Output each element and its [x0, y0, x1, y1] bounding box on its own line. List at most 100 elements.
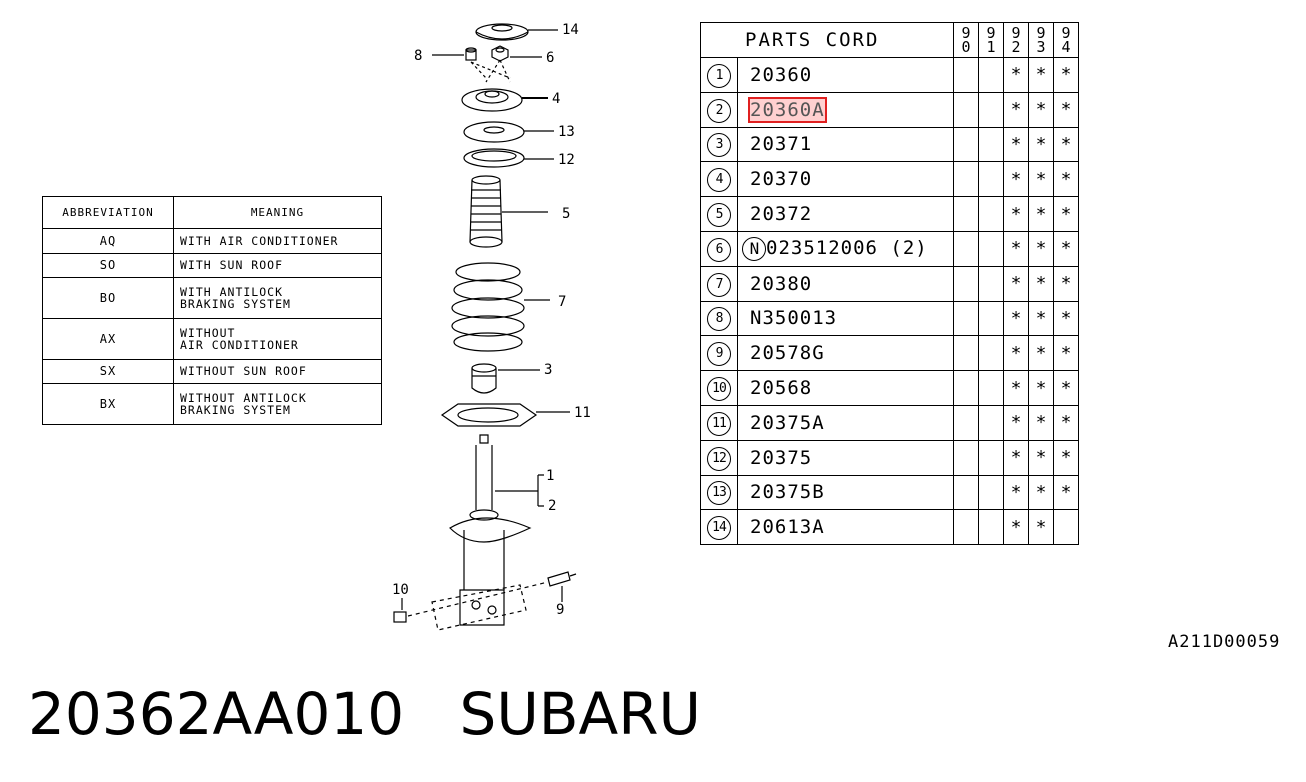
part-code: 20372: [750, 203, 813, 226]
year-mark: [978, 57, 1004, 93]
part-5-boot: [469, 175, 503, 248]
reference-code: A211D00059: [1168, 632, 1281, 652]
callout-1: 1: [546, 468, 554, 484]
ref-number: 7: [707, 272, 731, 297]
year-mark: [978, 161, 1004, 198]
year-mark: [953, 230, 979, 267]
year-mark: *: [1003, 91, 1029, 128]
ref-number-cell: 8: [700, 300, 738, 337]
year-mark: [978, 439, 1004, 476]
abbreviation-meaning: WITH ANTILOCK BRAKING SYSTEM: [173, 277, 382, 319]
year-mark: *: [1003, 335, 1029, 372]
year-mark: *: [1003, 196, 1029, 232]
ref-number-cell: 11: [700, 404, 738, 441]
callout-2: 2: [548, 498, 556, 514]
ref-number: 6: [707, 237, 731, 262]
ref-number: 14: [707, 516, 731, 541]
abbreviation-code: BO: [42, 277, 174, 319]
ref-number: 2: [707, 98, 731, 123]
part-code: 20578G: [750, 342, 825, 365]
part-code: 20370: [750, 168, 813, 191]
year-mark: [953, 126, 979, 163]
part-code-cell: 20375: [737, 439, 954, 476]
part-code: 20568: [750, 377, 813, 400]
year-mark: *: [1003, 265, 1029, 302]
abbreviation-meaning: WITH AIR CONDITIONER: [173, 228, 382, 254]
part-code: 20380: [750, 272, 813, 295]
part-code: 20360: [750, 63, 813, 86]
callout-12: 12: [558, 152, 575, 168]
year-mark: *: [1053, 335, 1079, 372]
ref-number-cell: 1: [700, 57, 738, 93]
callout-13: 13: [558, 124, 575, 140]
ref-number-cell: 14: [700, 509, 738, 546]
year-mark: *: [1053, 474, 1079, 511]
ref-number-cell: 5: [700, 196, 738, 232]
part-code-cell: 20568: [737, 370, 954, 406]
abbreviation-code: AX: [42, 317, 174, 360]
part-12-bearing: [463, 148, 525, 168]
year-mark: [953, 300, 979, 337]
part-10-nut: [393, 611, 407, 623]
year-mark: *: [1053, 230, 1079, 267]
year-mark: *: [1003, 126, 1029, 163]
abbreviation-meaning: WITHOUT ANTILOCK BRAKING SYSTEM: [173, 383, 382, 425]
year-mark: *: [1053, 370, 1079, 406]
year-mark: [978, 230, 1004, 267]
year-mark: *: [1003, 370, 1029, 406]
part-code: 20375: [750, 446, 813, 469]
abbreviation-code: BX: [42, 383, 174, 425]
part-3-bump-stop: [471, 363, 497, 394]
parts-title: PARTS CORD: [700, 22, 954, 58]
year-mark: [978, 126, 1004, 163]
year-mark: [978, 196, 1004, 232]
ref-number-cell: 3: [700, 126, 738, 163]
year-mark: *: [1028, 335, 1054, 372]
part-code-prefix: N: [742, 236, 766, 261]
year-mark: *: [1053, 126, 1079, 163]
part-11-lower-seat: [440, 403, 538, 427]
ref-number-cell: 4: [700, 161, 738, 198]
callout-8: 8: [414, 48, 422, 64]
part-code: 20360A: [748, 96, 827, 123]
year-mark: [978, 335, 1004, 372]
year-mark: *: [1053, 196, 1079, 232]
abbreviation-code: SO: [42, 252, 174, 278]
year-mark: *: [1003, 404, 1029, 441]
brand: SUBARU: [459, 680, 702, 748]
part-code-cell: 20372: [737, 196, 954, 232]
ref-number: 8: [707, 307, 731, 332]
year-mark: *: [1053, 300, 1079, 337]
part-code-cell: 20375A: [737, 404, 954, 441]
ref-number-cell: 13: [700, 474, 738, 511]
year-mark: *: [1003, 161, 1029, 198]
year-mark: *: [1028, 126, 1054, 163]
year-mark: *: [1028, 57, 1054, 93]
year-mark: [953, 196, 979, 232]
callout-11: 11: [574, 405, 591, 421]
part-code-cell: 20370: [737, 161, 954, 198]
year-mark: *: [1028, 300, 1054, 337]
part-code-cell: N350013: [737, 300, 954, 337]
year-mark: *: [1028, 196, 1054, 232]
ref-number-cell: 7: [700, 265, 738, 302]
part-14-cap: [475, 23, 529, 41]
year-mark: *: [1003, 230, 1029, 267]
abbreviation-code: SX: [42, 358, 174, 385]
year-mark: [953, 404, 979, 441]
part-code: 20613A: [750, 516, 825, 539]
part-9-bolt: [547, 571, 577, 587]
